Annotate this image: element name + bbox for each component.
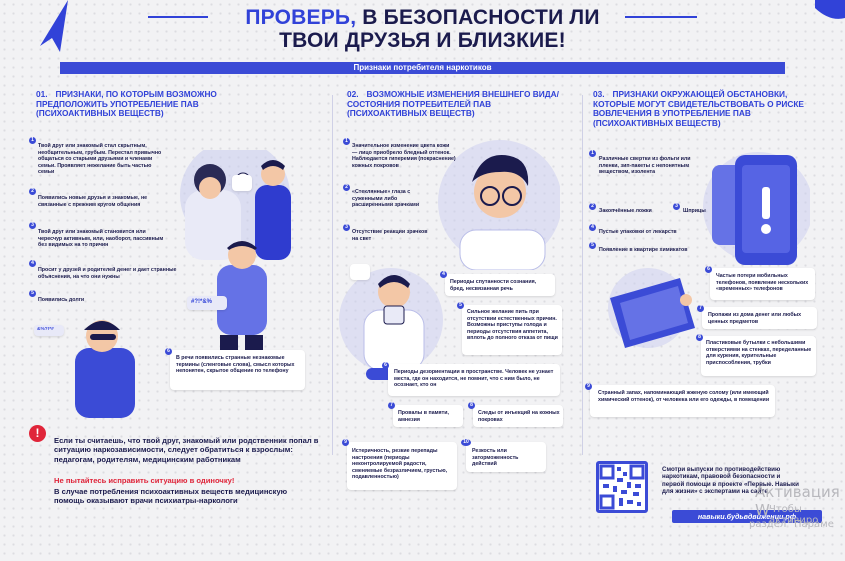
col1-item: В речи появились странные незнакомые тер… <box>176 355 295 375</box>
badge: 7 <box>697 305 704 312</box>
title-highlight: ПРОВЕРЬ, <box>245 6 357 29</box>
slang-sticker-text: &%?!*# <box>37 327 54 332</box>
badge: 9 <box>342 439 349 446</box>
section-banner: Признаки потребителя наркотиков <box>60 62 785 74</box>
badge: 10 <box>461 439 471 446</box>
badge: 1 <box>29 137 36 144</box>
col3-item: Появление в квартире химикатов <box>599 247 688 253</box>
warning-alert: Не пытайтесь исправить ситуацию в одиноч… <box>54 476 235 485</box>
activation-watermark-line: раздел "Параме <box>749 519 834 530</box>
col3-item: Пустые упаковки от лекарств <box>599 229 677 235</box>
col2-item: Периоды спутанности сознания, бред, несв… <box>450 279 537 292</box>
col2-item: «Стеклянные» глаза с суженными либо расш… <box>352 189 420 209</box>
wallet-illustration <box>608 268 695 348</box>
badge: 1 <box>343 138 350 145</box>
badge: 2 <box>589 203 596 210</box>
warning-icon: ! <box>29 425 46 442</box>
badge: 2 <box>343 184 350 191</box>
title-rule-right <box>625 16 697 18</box>
col1-item: Твой друг или знакомый стал скрытным, не… <box>38 143 162 176</box>
col2-item: Периоды дезориентации в пространстве. Че… <box>394 369 554 389</box>
column-3-header: 03.ПРИЗНАКИ ОКРУЖАЮЩЕЙ ОБСТАНОВКИ, КОТОР… <box>593 89 804 128</box>
col2-item: Следы от инъекций на кожных покровах <box>478 410 560 423</box>
col2-item: Сильное желание пить при отсутствии есте… <box>467 309 558 342</box>
qr-code[interactable] <box>596 461 648 513</box>
col3-item-card <box>590 385 775 417</box>
qr-code-pattern <box>599 464 645 510</box>
warning-help-text: В случае потребления психоактивных вещес… <box>54 487 288 505</box>
activation-watermark-line: Чтобы активиро <box>769 504 819 526</box>
slang-sticker <box>34 325 64 336</box>
badge: 6 <box>705 266 712 273</box>
col3-item: Частые потери мобильных телефонов, появл… <box>716 273 809 293</box>
col2-item-card <box>388 364 560 396</box>
col2-item-card <box>393 405 463 427</box>
col2-item-card <box>473 405 563 427</box>
badge: 4 <box>29 260 36 267</box>
badge: 8 <box>468 402 475 409</box>
qr-description: Смотри выпуски по противодействию наркот… <box>662 466 799 495</box>
col1-item: Просит у друзей и родителей денег и дает… <box>38 267 177 280</box>
badge: 9 <box>585 383 592 390</box>
col2-item-card <box>445 274 555 296</box>
badge: 4 <box>440 271 447 278</box>
col2-item: Резкость или заторможенность действий <box>472 448 519 468</box>
badge: 5 <box>589 242 596 249</box>
col3-item: Странный запах, напоминающий жженую соло… <box>598 390 770 403</box>
page-title: ПРОВЕРЬ, В БЕЗОПАСНОСТИ ЛИ ТВОИ ДРУЗЬЯ И… <box>0 6 845 52</box>
column-divider <box>582 95 583 455</box>
badge: 1 <box>589 150 596 157</box>
column-1-header: 01.ПРИЗНАКИ, ПО КОТОРЫМ ВОЗМОЖНО ПРЕДПОЛ… <box>36 89 217 118</box>
col1-item-card <box>170 350 305 390</box>
col3-item-card <box>701 336 816 376</box>
column-2-header: 02.ВОЗМОЖНЫЕ ИЗМЕНЕНИЯ ВНЕШНЕГО ВИДА/СОС… <box>347 89 559 118</box>
col1-item: Появились долги <box>38 297 85 303</box>
website-link[interactable]: навыки.будьвдвижении.рф <box>672 510 822 523</box>
badge: 6 <box>382 362 389 369</box>
people-illustration <box>180 150 291 390</box>
slang-sticker <box>187 296 227 310</box>
corner-blob-decoration <box>815 0 845 19</box>
arrow-decoration <box>40 0 68 52</box>
col1-item: Твой друг или знакомый становится или че… <box>38 229 164 249</box>
badge: 8 <box>696 334 703 341</box>
phone-illustration <box>703 152 810 265</box>
badge: 3 <box>343 224 350 231</box>
badge: 5 <box>457 302 464 309</box>
title-line1: В БЕЗОПАСНОСТИ ЛИ <box>362 6 600 29</box>
col2-item: Отсутствие реакции зрачков на свет <box>352 229 428 242</box>
icon-bubble <box>232 175 252 191</box>
col3-item: Пластиковые бутылки с небольшими отверст… <box>706 340 812 366</box>
col3-item: Шприцы <box>683 208 706 214</box>
col2-item-card <box>466 442 546 472</box>
col2-item: Истеричность, резкие перепады настроения… <box>352 448 448 481</box>
col3-item: Закопчённые ложки <box>599 208 652 214</box>
title-line2: ТВОИ ДРУЗЬЯ И БЛИЗКИЕ! <box>279 29 566 52</box>
badge: 4 <box>589 224 596 231</box>
badge: 5 <box>29 290 36 297</box>
badge: 2 <box>29 188 36 195</box>
activation-watermark-title: Активация W <box>755 483 840 519</box>
col2-item-card <box>347 442 457 490</box>
col3-item-card <box>702 307 817 329</box>
badge: 7 <box>388 402 395 409</box>
badge: 3 <box>673 203 680 210</box>
col3-item: Пропажи из дома денег или любых ценных п… <box>708 312 802 325</box>
col2-item: Провалы в памяти, амнезия <box>398 410 449 423</box>
person-with-cap-illustration <box>75 320 135 418</box>
badge: 6 <box>165 348 172 355</box>
col3-item: Различные свертки из фольги или пленки, … <box>599 156 691 176</box>
col2-item-card <box>462 305 562 355</box>
col2-item: Значительное изменение цвета кожи — лицо… <box>352 143 456 169</box>
col1-item: Появились новые друзья и знакомые, не св… <box>38 195 148 208</box>
badge: 3 <box>29 222 36 229</box>
col3-item-card <box>710 268 815 300</box>
title-rule-left <box>148 16 208 18</box>
column-divider <box>332 95 333 455</box>
warning-text: Если ты считаешь, что твой друг, знакомы… <box>54 436 319 464</box>
boy-with-glasses-illustration <box>438 140 560 270</box>
slang-sticker-text: #?!*&% <box>191 299 213 305</box>
icon-bubble <box>350 264 370 280</box>
